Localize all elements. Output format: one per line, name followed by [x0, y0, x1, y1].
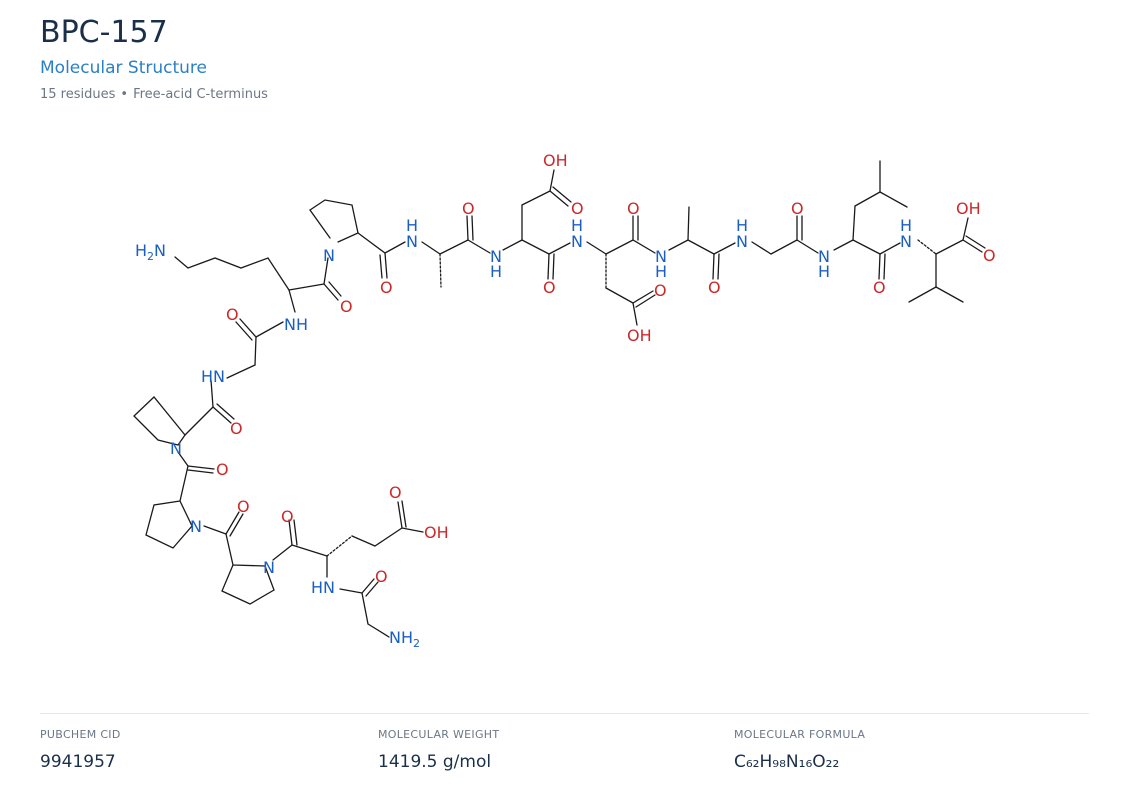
stat-molecular-formula: MOLECULAR FORMULA C₆₂H₉₈N₁₆O₂₂	[734, 728, 865, 773]
atom-label-oh-glu: OH	[424, 523, 449, 542]
atom-label-o-pro1: O	[380, 278, 393, 297]
atom-label-o-asp1-side: O	[571, 199, 584, 218]
atom-label-h-ala1: H	[406, 216, 418, 235]
terminus-note: Free-acid C-terminus	[133, 87, 268, 102]
atom-label-o-asp2-side: O	[654, 281, 667, 300]
residue-count: 15 residues	[40, 87, 116, 102]
atom-label-n-asp1: N	[490, 247, 502, 266]
stat-value: C₆₂H₉₈N₁₆O₂₂	[734, 752, 840, 772]
atom-label-o-pro3: O	[216, 460, 229, 479]
stat-value: 1419.5 g/mol	[378, 752, 492, 772]
atom-label-n-asp2: N	[571, 232, 583, 251]
meta-separator: •	[120, 87, 129, 102]
atom-label-n-gly: N	[736, 232, 748, 251]
page-subtitle: Molecular Structure	[40, 58, 207, 78]
atom-label-h2n-lys: H2N	[135, 241, 166, 263]
stat-label: PUBCHEM CID	[40, 728, 121, 741]
atom-label-h-asp1: H	[490, 262, 502, 281]
atom-label-n-pro1: N	[323, 246, 335, 265]
atom-label-o-gly2: O	[226, 305, 239, 324]
atom-label-n-ala2: N	[655, 247, 667, 266]
atom-label-oh-val: OH	[956, 199, 981, 218]
atom-label-nh2-gly: NH2	[389, 628, 420, 650]
atom-label-o-ala1: O	[462, 199, 475, 218]
atom-label-h-val: H	[900, 216, 912, 235]
page-title: BPC-157	[40, 15, 168, 50]
atom-label-h-asp2: H	[571, 216, 583, 235]
stat-pubchem-cid: PUBCHEM CID 9941957	[40, 728, 121, 773]
atom-label-h-ala2: H	[655, 262, 667, 281]
atom-label-o-asp1: O	[543, 278, 556, 297]
atom-label-n-pro3: N	[190, 517, 202, 536]
atom-label-n-val: N	[900, 232, 912, 251]
atom-label-nh-lys: NH	[284, 315, 308, 334]
bond-lines	[133, 160, 986, 638]
atom-label-n-pro2: N	[170, 439, 182, 458]
atom-label-o-ala2: O	[708, 278, 721, 297]
atom-label-o-gly: O	[791, 199, 804, 218]
atom-label-o-gly-nterm: O	[375, 567, 388, 586]
atom-label-oh-asp1: OH	[543, 151, 568, 170]
structure-meta: 15 residues • Free-acid C-terminus	[40, 87, 268, 103]
atom-label-oh-asp2: OH	[627, 326, 652, 345]
atom-labels: H2N N O NH O H N O N H OH O O N H O OH O…	[135, 151, 996, 650]
stat-value: 9941957	[40, 752, 116, 772]
atom-label-o-asp2: O	[627, 199, 640, 218]
atom-label-o-lys: O	[340, 297, 353, 316]
atom-label-h-gly: H	[736, 216, 748, 235]
atom-label-n-ala1: N	[406, 232, 418, 251]
stat-label: MOLECULAR FORMULA	[734, 728, 866, 741]
atom-label-n-pro4: N	[263, 558, 275, 577]
stats-divider	[40, 713, 1089, 714]
atom-label-o-pro4: O	[237, 497, 250, 516]
atom-label-o-pro2: O	[230, 419, 243, 438]
molecular-structure-diagram: H2N N O NH O H N O N H OH O O N H O OH O…	[133, 151, 996, 650]
atom-label-o-glu: O	[281, 507, 294, 526]
atom-label-o-glu-side: O	[389, 483, 402, 502]
stat-label: MOLECULAR WEIGHT	[378, 728, 500, 741]
atom-label-hn-glu: HN	[311, 578, 335, 597]
atom-label-hn-gly2: HN	[201, 367, 225, 386]
atom-label-o-val: O	[983, 246, 996, 265]
atom-label-h-leu: H	[818, 262, 830, 281]
stat-molecular-weight: MOLECULAR WEIGHT 1419.5 g/mol	[378, 728, 499, 773]
atom-label-n-leu: N	[818, 247, 830, 266]
atom-label-o-leu: O	[873, 278, 886, 297]
